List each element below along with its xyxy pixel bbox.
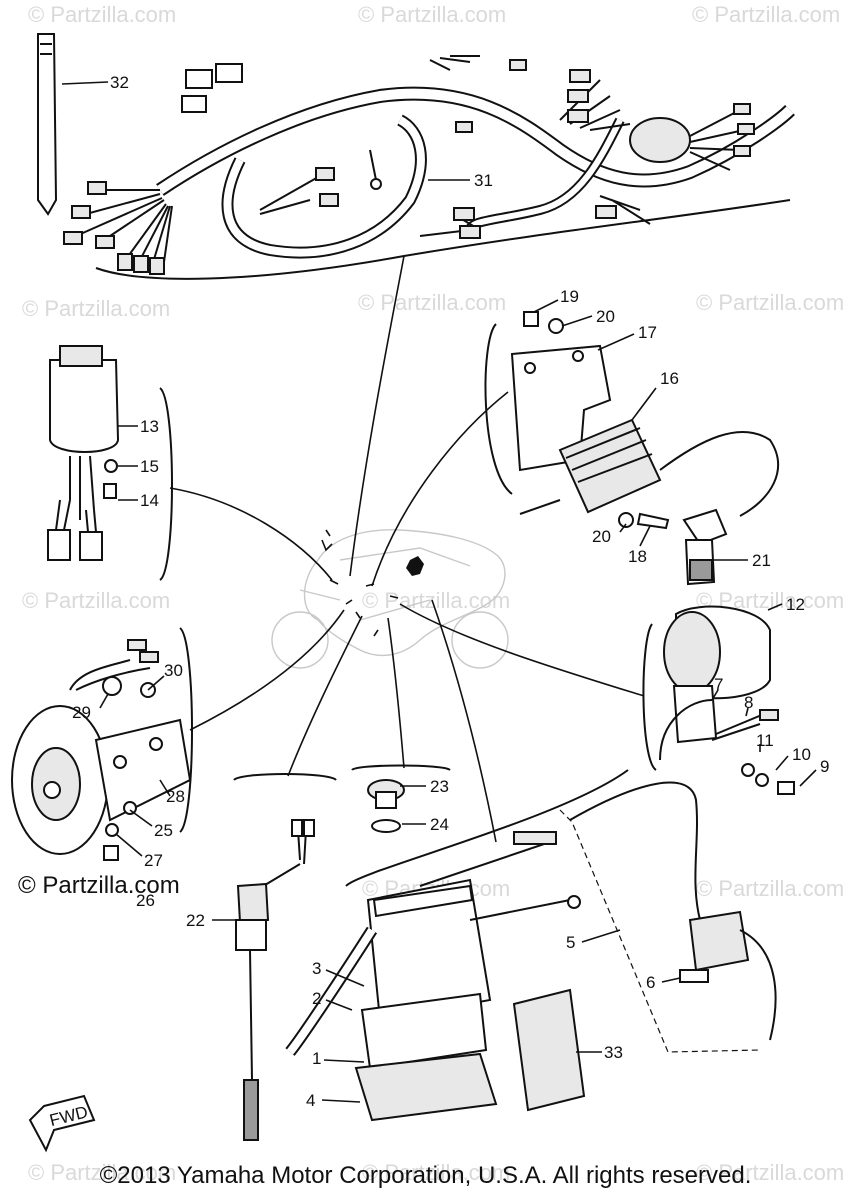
callout-6: 6 xyxy=(646,973,655,992)
callout-12: 12 xyxy=(786,595,805,614)
callouts: 32 31 13 15 14 19 20 17 16 20 18 21 12 7… xyxy=(61,73,829,1110)
callout-10: 10 xyxy=(792,745,811,764)
callout-31: 31 xyxy=(474,171,493,190)
callout-20-top: 20 xyxy=(596,307,615,326)
callout-3: 3 xyxy=(312,959,321,978)
callout-7: 7 xyxy=(714,675,723,694)
watermark-prominent: © Partzilla.com xyxy=(18,872,180,899)
callout-16: 16 xyxy=(660,369,679,388)
callout-13: 13 xyxy=(140,417,159,436)
callout-33: 33 xyxy=(604,1043,623,1062)
callout-24: 24 xyxy=(430,815,449,834)
callout-28: 28 xyxy=(166,787,185,806)
watermark: © Partzilla.com xyxy=(358,2,507,27)
copyright-notice: ©2013 Yamaha Motor Corporation, U.S.A. A… xyxy=(99,1162,752,1189)
watermark: © Partzilla.com xyxy=(362,588,511,613)
spark-plug-cap xyxy=(682,508,728,586)
main-switch xyxy=(47,345,173,581)
watermark: © Partzilla.com xyxy=(22,296,171,321)
callout-2: 2 xyxy=(312,989,321,1008)
watermark: © Partzilla.com xyxy=(696,1160,845,1185)
callout-11: 11 xyxy=(756,731,774,750)
harness-strap xyxy=(37,33,58,216)
fwd-arrow-icon: FWD xyxy=(28,1094,96,1153)
callout-29: 29 xyxy=(72,703,91,722)
callout-8: 8 xyxy=(744,693,753,712)
oil-level-gauge xyxy=(233,773,337,1141)
callout-20-bottom: 20 xyxy=(592,527,611,546)
callout-5: 5 xyxy=(566,933,575,952)
callout-23: 23 xyxy=(430,777,449,796)
watermark: © Partzilla.com xyxy=(696,290,845,315)
callout-30: 30 xyxy=(164,661,183,680)
callout-18: 18 xyxy=(628,547,647,566)
watermark: © Partzilla.com xyxy=(28,2,177,27)
battery xyxy=(285,769,777,1122)
callout-14: 14 xyxy=(140,491,159,510)
callout-27: 27 xyxy=(144,851,163,870)
callout-26: 26 xyxy=(136,891,155,910)
mount-point-markers xyxy=(321,529,424,637)
callout-4: 4 xyxy=(306,1091,315,1110)
callout-15: 15 xyxy=(140,457,159,476)
cdi-unit xyxy=(484,311,780,530)
callout-9: 9 xyxy=(820,757,829,776)
watermark: © Partzilla.com xyxy=(358,290,507,315)
watermark: © Partzilla.com xyxy=(692,2,841,27)
wire-harness xyxy=(63,55,795,280)
callout-22: 22 xyxy=(186,911,205,930)
watermark: © Partzilla.com xyxy=(22,588,171,613)
callout-1: 1 xyxy=(312,1049,321,1068)
watermark: © Partzilla.com xyxy=(28,1160,177,1185)
watermark: © Partzilla.com xyxy=(362,1160,511,1185)
leader-lines xyxy=(169,255,645,843)
callout-25: 25 xyxy=(154,821,173,840)
horn xyxy=(11,627,193,861)
motorcycle-frame-outline xyxy=(271,529,509,669)
ignition-coil xyxy=(642,605,795,795)
callout-21: 21 xyxy=(752,551,771,570)
neutral-switch xyxy=(351,764,451,833)
callout-32: 32 xyxy=(110,73,129,92)
watermark: © Partzilla.com xyxy=(696,876,845,901)
callout-17: 17 xyxy=(638,323,657,342)
callout-19: 19 xyxy=(560,287,579,306)
